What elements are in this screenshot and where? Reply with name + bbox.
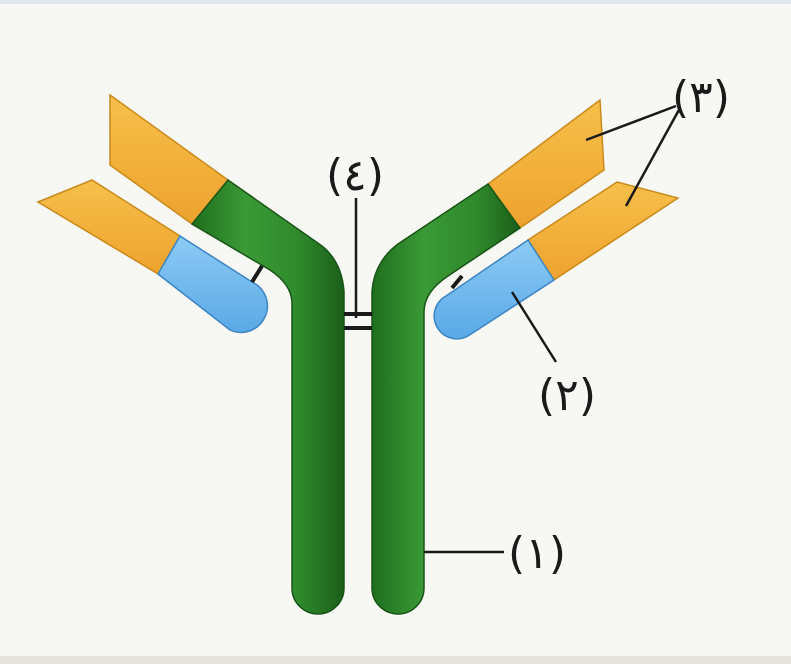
page-bottom-edge [0, 656, 791, 664]
label-one: (١) [508, 528, 566, 579]
page-edge [0, 0, 791, 4]
leader-line-three-b [624, 107, 682, 207]
left-light-heavy-bond [250, 264, 264, 284]
right-arm [371, 98, 680, 615]
label-four: (٤) [326, 150, 384, 201]
right-heavy-chain [371, 182, 522, 615]
right-light-heavy-bond [450, 274, 464, 290]
leader-line-three-a [585, 104, 677, 142]
hinge-disulfide-bonds [344, 312, 372, 330]
left-arm [36, 93, 345, 615]
left-light-constant-region [157, 234, 269, 334]
label-two: (٢) [538, 370, 596, 421]
label-three: (٣) [672, 72, 730, 123]
leader-line-two [510, 291, 558, 363]
right-light-constant-region [433, 238, 556, 340]
left-heavy-chain [190, 178, 345, 615]
